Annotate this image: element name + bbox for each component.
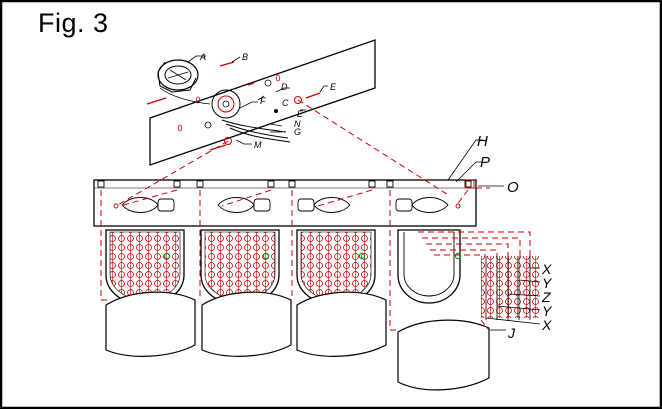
indicator-dot-1 — [163, 252, 171, 260]
callout-m: M — [254, 140, 262, 150]
callout-e-top: E — [330, 82, 337, 92]
lamp-socket — [157, 59, 199, 93]
bulb-3 — [297, 197, 351, 213]
callout-c: C — [282, 98, 289, 108]
callout-d: D — [281, 82, 288, 92]
figure-title: Fig. 3 — [38, 8, 109, 38]
callout-f: F — [260, 96, 266, 106]
indicator-dot-3 — [358, 252, 366, 260]
lens-housing-3 — [296, 229, 376, 306]
callout-y-top: Y — [542, 275, 553, 291]
lens-covers — [105, 291, 490, 391]
mounting-plate — [149, 39, 376, 166]
indicator-dot-2 — [262, 252, 270, 260]
main-housing — [93, 179, 477, 227]
right-leaders — [447, 139, 541, 331]
callout-n: N — [294, 119, 301, 129]
callout-o: O — [507, 179, 519, 196]
lens-housing-2 — [200, 229, 280, 306]
callout-a: A — [199, 52, 206, 62]
callout-j: J — [507, 325, 516, 341]
callout-e-lower: E — [297, 109, 304, 119]
callout-b: B — [242, 52, 248, 62]
bulb-4 — [395, 197, 449, 213]
callout-h: H — [477, 133, 488, 150]
indicator-dot-4 — [454, 252, 462, 260]
lens-housing-1 — [105, 229, 185, 306]
center-boss — [211, 89, 241, 119]
callout-y-bottom: Y — [542, 303, 553, 319]
top-leaders — [187, 55, 328, 145]
callout-p: P — [480, 154, 490, 171]
callout-g: G — [294, 127, 301, 137]
bulb-1 — [121, 197, 175, 213]
bulb-2 — [217, 197, 271, 213]
callout-z: Z — [541, 289, 551, 305]
led-strips-exploded — [481, 256, 539, 320]
lens-housing-4 — [397, 229, 461, 304]
screws — [146, 61, 321, 151]
callout-x-top: X — [541, 261, 552, 277]
assembly-dashes — [100, 99, 531, 331]
callout-x-bottom: X — [541, 317, 552, 333]
